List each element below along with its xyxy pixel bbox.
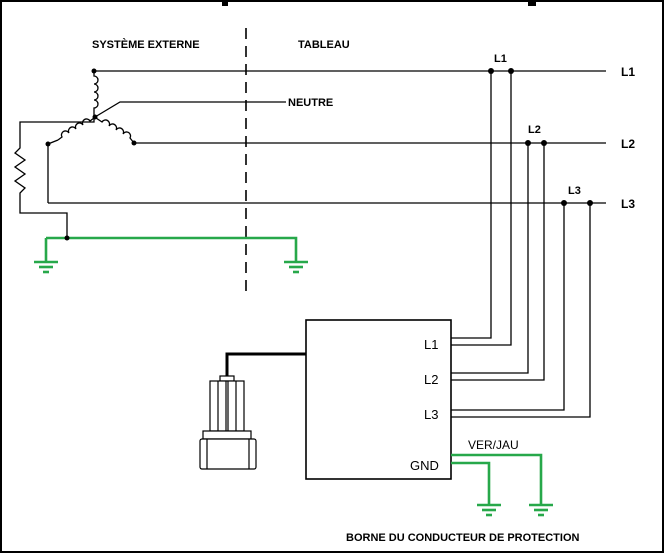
device-ground-wire-b	[451, 461, 491, 505]
drop-l1-a	[451, 71, 492, 339]
terminal-label-l1: L1	[424, 337, 438, 352]
coil-right	[95, 117, 135, 144]
drop-l3-b	[451, 203, 591, 418]
tap-label-l2: L2	[528, 124, 541, 136]
right-label-l3: L3	[621, 197, 635, 211]
title-remnant-right	[528, 0, 536, 6]
sensor-probe-icon	[199, 375, 257, 470]
device-ground-wire-a	[451, 453, 543, 505]
drop-l2-a	[451, 143, 529, 374]
sensor-cable	[225, 352, 306, 377]
ground-wire-label: VER/JAU	[468, 438, 519, 452]
terminal-label-l2: L2	[424, 372, 438, 387]
right-label-l2: L2	[621, 137, 635, 151]
neutral-star-point	[92, 114, 98, 120]
wye-source-transformer	[13, 68, 286, 238]
tap-label-l3: L3	[568, 185, 581, 197]
device-box	[305, 319, 452, 480]
drop-l1-b	[451, 71, 512, 346]
title-remnant-left	[222, 0, 228, 6]
external-system-heading: SYSTÈME EXTERNE	[92, 38, 200, 51]
coil-left-lead	[47, 139, 59, 203]
protective-conductor-caption: BORNE DU CONDUCTEUR DE PROTECTION	[346, 532, 580, 544]
coil-left	[57, 117, 95, 141]
ground-bus-source	[46, 236, 298, 262]
right-label-l1: L1	[621, 65, 635, 79]
ground-junction-dot	[64, 235, 70, 241]
drop-l2-b	[451, 143, 545, 381]
coil-top	[93, 72, 99, 116]
ground-symbol-left	[34, 260, 58, 274]
neutral-label: NEUTRE	[288, 97, 333, 109]
drop-l3-a	[451, 203, 565, 411]
panel-heading: TABLEAU	[298, 39, 350, 51]
neutral-wire	[94, 101, 286, 118]
tap-label-l1: L1	[494, 53, 507, 65]
grounding-resistor	[13, 117, 95, 238]
ground-symbol-panel	[284, 260, 308, 274]
terminal-label-l3: L3	[424, 407, 438, 422]
ground-symbol-device-b	[529, 503, 553, 517]
ground-symbol-device-a	[477, 503, 501, 517]
terminal-label-gnd: GND	[410, 458, 439, 473]
